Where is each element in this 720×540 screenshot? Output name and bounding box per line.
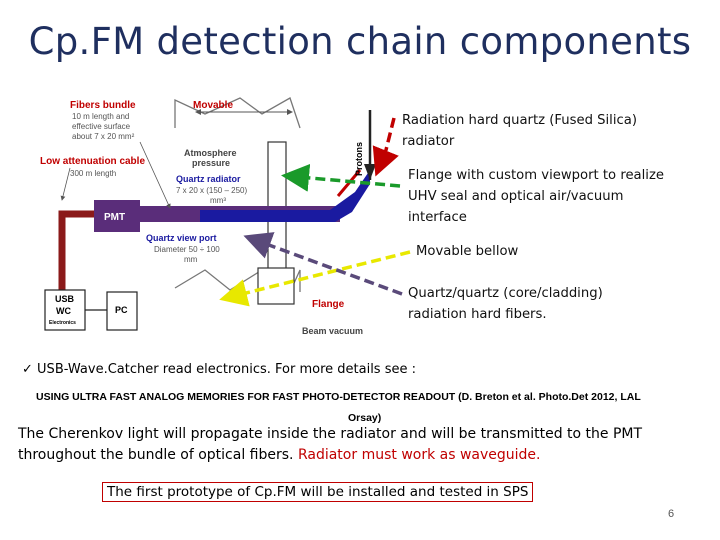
viewport-desc-2: mm <box>184 255 198 264</box>
flange-label: Flange <box>312 299 345 310</box>
viewport-label: Quartz view port <box>146 233 217 243</box>
reference-tail: Orsay) <box>348 412 382 424</box>
cable-length: 300 m length <box>70 169 116 178</box>
fibers-desc-1: 10 m length and <box>72 112 129 121</box>
bullet-text: USB-Wave.Catcher read electronics. For m… <box>37 362 416 377</box>
low-attenuation-cable <box>52 210 94 304</box>
fiber-callout-arrow <box>243 232 403 296</box>
fibers-bundle-label: Fibers bundle <box>70 100 136 111</box>
pmt-box <box>94 200 140 232</box>
movable-label: Movable <box>193 100 233 111</box>
paragraph-text: The Cherenkov light will propagate insid… <box>18 426 643 463</box>
quartz-dim-2: mm³ <box>210 196 226 205</box>
flange-callout-arrow <box>281 163 401 192</box>
pc-label: PC <box>115 305 128 315</box>
wc-label: WC <box>56 306 71 316</box>
pmt-label: PMT <box>104 212 125 223</box>
electronics-label: Electronics <box>49 320 76 326</box>
atmosphere-2: pressure <box>192 158 230 168</box>
quartz-dim-1: 7 x 20 x (150 – 250) <box>176 186 247 195</box>
bellow-note: Movable bellow <box>416 244 519 259</box>
radiator-pipe <box>200 170 370 222</box>
pc-box <box>106 291 138 331</box>
page-number: 6 <box>668 508 675 520</box>
fibers-desc-3: about 7 x 20 mm² <box>72 132 135 141</box>
prototype-note: The first prototype of Cp.FM will be ins… <box>102 482 534 502</box>
radiator-callout-arrow <box>372 117 399 177</box>
beam-vacuum-label: Beam vacuum <box>302 326 363 336</box>
bullet-item: ✓ USB-Wave.Catcher read electronics. For… <box>22 362 416 377</box>
check-icon: ✓ <box>22 362 33 377</box>
viewport-desc-1: Diameter 50 ÷ 100 <box>154 245 220 254</box>
fibers-desc-2: effective surface <box>72 122 131 131</box>
radiator-note: Radiation hard quartz (Fused Silica) rad… <box>402 113 637 149</box>
top-bellow <box>174 97 301 129</box>
fibers-note: Quartz/quartz (core/cladding) radiation … <box>408 286 603 322</box>
page-title: Cp.FM detection chain components <box>28 20 692 63</box>
cable-label: Low attenuation cable <box>40 156 145 167</box>
quartz-radiator-label: Quartz radiator <box>176 174 241 184</box>
usb-label: USB <box>55 294 75 304</box>
flange-note: Flange with custom viewport to realize U… <box>408 168 665 225</box>
protons-label: Protons <box>354 142 364 176</box>
description-paragraph: The Cherenkov light will propagate insid… <box>18 424 708 466</box>
paragraph-red-text: Radiator must work as waveguide. <box>297 447 541 463</box>
atmosphere-1: Atmosphere <box>184 148 237 158</box>
bellow-callout-arrow <box>219 250 411 307</box>
reference-text: USING ULTRA FAST ANALOG MEMORIES FOR FAS… <box>36 391 641 403</box>
